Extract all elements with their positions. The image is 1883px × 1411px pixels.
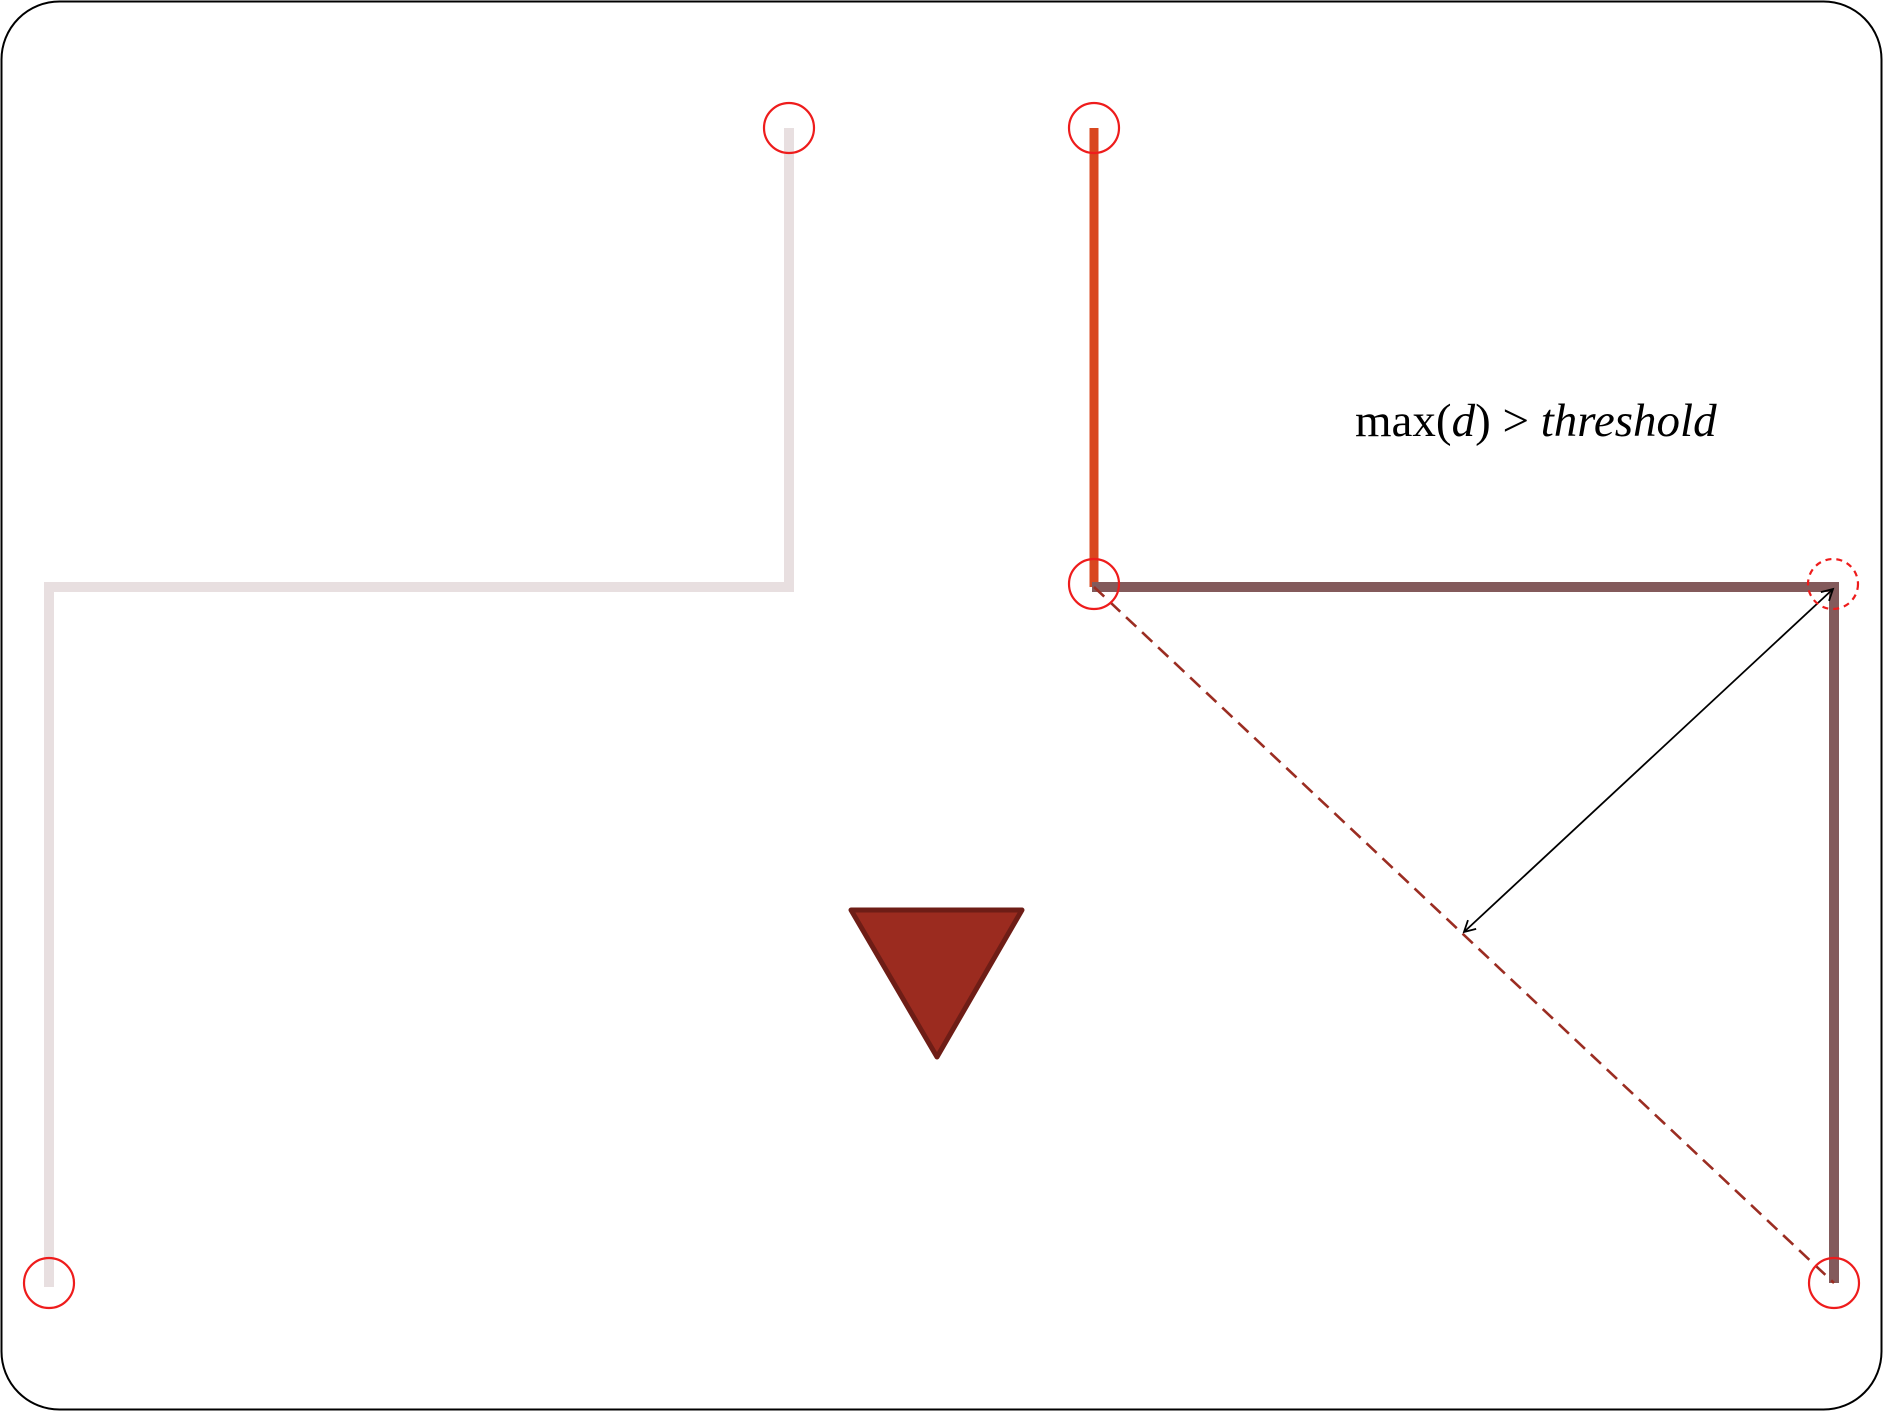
distance-arrow <box>1462 587 1835 934</box>
split-start-point-icon <box>1067 557 1121 611</box>
original-polyline <box>44 128 794 1287</box>
split-end-point-icon <box>1807 1256 1861 1310</box>
formula-close-paren: ) <box>1475 395 1491 447</box>
down-triangle-icon <box>848 907 1025 1060</box>
kept-start-point-icon <box>1067 101 1121 155</box>
original-start-point-icon <box>762 101 816 155</box>
formula-func: max <box>1355 395 1436 447</box>
formula-open-paren: ( <box>1436 395 1452 447</box>
chord-line <box>1093 586 1835 1284</box>
formula-operator: > <box>1491 395 1541 447</box>
evaluated-polyline <box>1092 582 1839 1283</box>
original-end-point-icon <box>22 1256 76 1310</box>
formula-threshold: threshold <box>1541 395 1717 447</box>
dashed-circle-marker-icon <box>1806 557 1860 611</box>
threshold-formula: max(d) > threshold <box>1355 395 1717 447</box>
formula-variable: d <box>1452 395 1476 447</box>
